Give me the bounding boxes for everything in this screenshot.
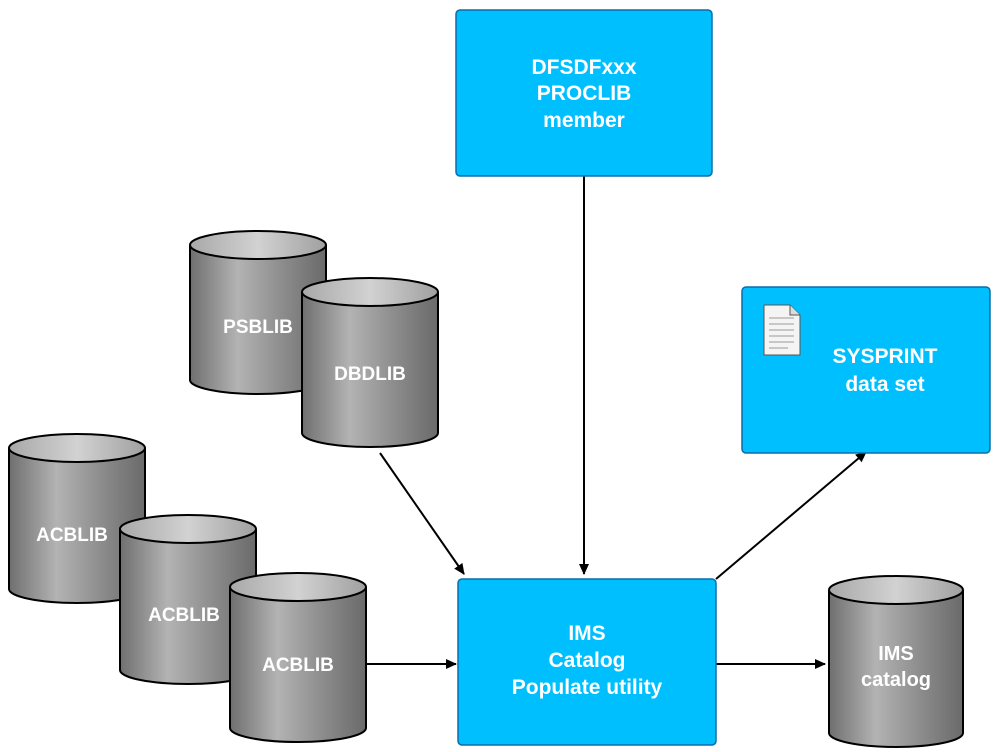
arrow-utility-to-sysprint: [715, 451, 867, 580]
psblib-cylinder: PSBLIB: [189, 230, 327, 395]
utility-line-1: IMS: [568, 622, 605, 645]
sysprint-line-1: SYSPRINT: [832, 345, 937, 368]
document-icon: [763, 304, 801, 356]
ims-catalog-cylinder: IMS catalog: [828, 575, 964, 748]
catalog-line-1: IMS: [878, 643, 914, 665]
utility-line-3: Populate utility: [512, 676, 663, 699]
acblib-cylinder-1: ACBLIB: [8, 433, 146, 604]
sysprint-line-2: data set: [845, 373, 924, 396]
ims-catalog-populate-utility-box: IMS Catalog Populate utility: [457, 578, 717, 746]
proclib-line-1: DFSDFxxx: [531, 56, 636, 79]
arrow-dbdlib-to-utility: [379, 452, 465, 575]
sysprint-data-set-box: SYSPRINT data set: [741, 286, 991, 454]
dbdlib-label: DBDLIB: [334, 364, 406, 385]
dbdlib-cylinder: DBDLIB: [301, 277, 439, 448]
proclib-line-3: member: [543, 109, 625, 132]
acblib-cylinder-2: ACBLIB: [119, 514, 257, 685]
acblib-label-3: ACBLIB: [262, 655, 334, 676]
utility-line-2: Catalog: [548, 649, 625, 672]
proclib-member-box: DFSDFxxx PROCLIB member: [455, 9, 713, 177]
psblib-label: PSBLIB: [223, 317, 293, 338]
acblib-label-1: ACBLIB: [36, 525, 108, 546]
acblib-cylinder-3: ACBLIB: [229, 572, 367, 743]
proclib-line-2: PROCLIB: [537, 82, 632, 105]
catalog-line-2: catalog: [861, 669, 931, 691]
acblib-label-2: ACBLIB: [148, 605, 220, 626]
